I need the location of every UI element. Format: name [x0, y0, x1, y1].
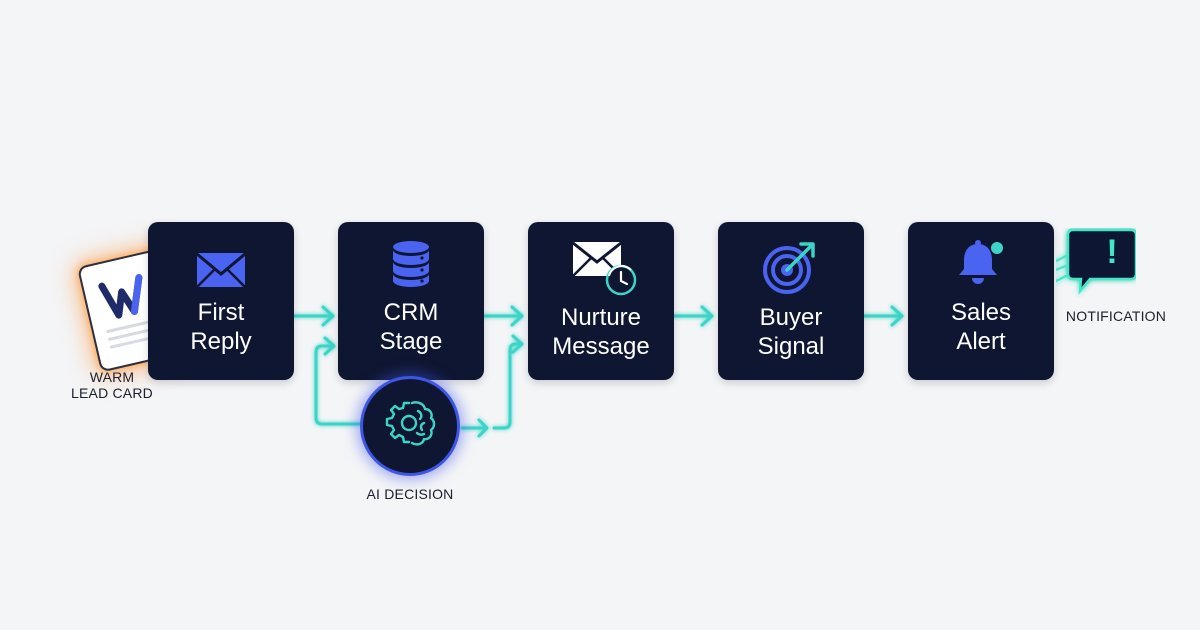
node-label-line2: Alert	[956, 328, 1006, 355]
node-label: CRM Stage	[338, 298, 484, 356]
brain-gear-icon	[380, 397, 442, 460]
lead-card-logo: W	[97, 269, 160, 324]
node-label-line1: Buyer	[759, 304, 823, 331]
node-label: First Reply	[148, 298, 294, 356]
node-buyer-signal[interactable]: Buyer Signal	[718, 222, 864, 380]
envelope-clock-icon	[528, 240, 674, 298]
node-label-line2: Message	[552, 333, 650, 360]
warm-lead-card[interactable]: W	[76, 247, 188, 373]
node-label-line1: Nurture	[560, 304, 642, 331]
node-sales-alert[interactable]: Sales Alert	[908, 222, 1054, 380]
arrow-ai-to-nurture	[460, 334, 524, 438]
node-label-line1: CRM	[383, 299, 439, 326]
notification-icon[interactable]: !	[1056, 228, 1138, 295]
node-first-reply[interactable]: First Reply	[148, 222, 294, 380]
database-icon	[338, 240, 484, 288]
node-label-line2: Stage	[379, 328, 443, 355]
node-crm-stage[interactable]: CRM Stage	[338, 222, 484, 380]
arrow-ai-to-crm	[314, 336, 362, 426]
node-label-line1: Sales	[950, 299, 1012, 326]
ai-decision-caption: AI DECISION	[366, 486, 454, 502]
ai-decision-node[interactable]	[360, 376, 460, 476]
notification-caption: NOTIFICATION	[1065, 308, 1167, 324]
node-label-line2: Reply	[190, 328, 252, 355]
node-label: Nurture Message	[528, 303, 674, 361]
arrow-buyer-to-sales	[856, 305, 904, 327]
node-label: Buyer Signal	[718, 303, 864, 361]
node-label-line2: Signal	[757, 333, 825, 360]
warm-lead-caption: WARM LEAD CARD	[56, 369, 168, 401]
envelope-icon	[148, 252, 294, 288]
node-nurture-message[interactable]: Nurture Message	[528, 222, 674, 380]
arrow-first-reply-to-crm	[286, 305, 335, 327]
arrow-crm-to-nurture	[476, 305, 524, 327]
notification-symbol: !	[1106, 233, 1118, 271]
target-arrow-icon	[718, 236, 864, 296]
arrow-nurture-to-buyer	[666, 305, 714, 327]
node-label-line1: First	[197, 299, 245, 326]
warm-lead-caption-line2: LEAD CARD	[71, 385, 153, 401]
node-label: Sales Alert	[908, 298, 1054, 356]
warm-lead-caption-line1: WARM	[89, 369, 135, 385]
bell-icon	[908, 238, 1054, 286]
